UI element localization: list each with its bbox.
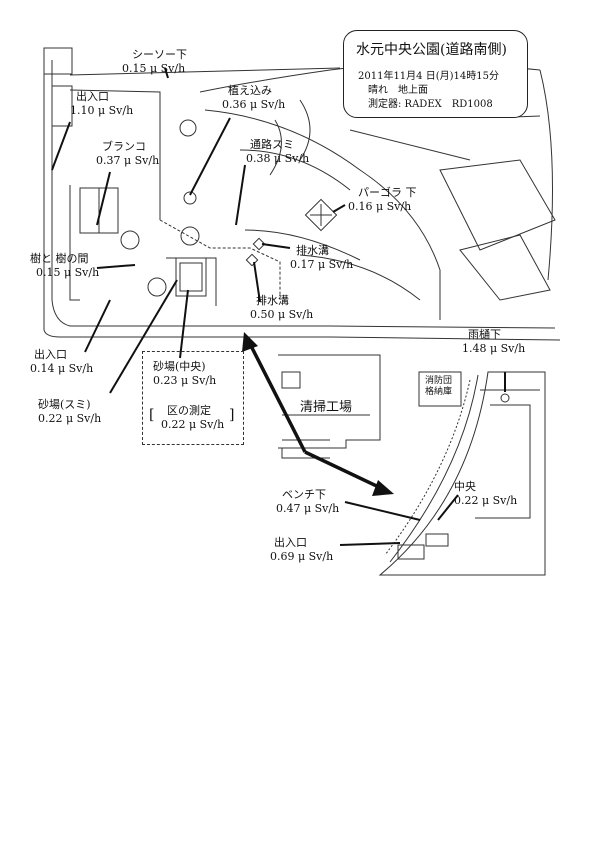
tree-icon <box>183 191 197 205</box>
ward-value: 0.22 μ Sv/h <box>161 418 225 431</box>
measurement-conditions: 晴れ 地上面 <box>368 85 428 96</box>
point-name: 通路スミ <box>250 138 294 151</box>
page-title: 水元中央公園(道路南側) <box>356 42 507 58</box>
point-value: 0.22 μ Sv/h <box>454 494 518 507</box>
point-value: 0.50 μ Sv/h <box>250 308 314 321</box>
point-seesaw: シーソー下 0.15 μ Sv/h <box>122 48 187 76</box>
point-value: 0.47 μ Sv/h <box>276 502 340 515</box>
cleaning-plant <box>278 354 381 449</box>
ward-measurement: 区の測定 0.22 μ Sv/h <box>161 404 224 432</box>
tree-icon <box>147 277 167 297</box>
point-sandbox-corner: 砂場(スミ) 0.22 μ Sv/h <box>38 398 101 426</box>
park-boundary <box>43 48 330 338</box>
point-value: 0.22 μ Sv/h <box>38 412 102 425</box>
point-name: ベンチ下 <box>282 488 326 501</box>
point-name: 出入口 <box>76 90 109 103</box>
point-entrance-3: 出入口 0.69 μ Sv/h <box>270 536 333 564</box>
point-name: ブランコ <box>102 140 146 153</box>
point-name: シーソー下 <box>132 48 187 61</box>
lower-park-boundary <box>378 371 546 576</box>
point-path-corner: 通路スミ 0.38 μ Sv/h <box>246 138 309 166</box>
tree-icon <box>180 226 200 246</box>
fire-storage-box <box>418 371 462 407</box>
point-planting: 植え込み 0.36 μ Sv/h <box>222 84 285 112</box>
point-name: 排水溝 <box>256 294 289 307</box>
point-value: 0.38 μ Sv/h <box>246 152 310 165</box>
point-name: 中央 <box>454 480 476 493</box>
measurement-instrument: 測定器: RADEX RD1008 <box>368 99 493 110</box>
building-top-left <box>43 47 73 75</box>
title-box: 水元中央公園(道路南側) 2011年11月4 日(月)14時15分 晴れ 地上面… <box>343 30 528 118</box>
point-entrance-2: 出入口 0.14 μ Sv/h <box>30 348 93 376</box>
point-name: 樹と 樹の間 <box>30 252 89 265</box>
point-name: 植え込み <box>228 84 272 97</box>
point-pergola: パーゴラ 下 0.16 μ Sv/h <box>348 186 417 214</box>
point-name: 排水溝 <box>296 244 329 257</box>
point-between-trees: 樹と 樹の間 0.15 μ Sv/h <box>30 252 99 280</box>
point-value: 0.36 μ Sv/h <box>222 98 286 111</box>
point-name: 砂場(中央) <box>153 360 206 373</box>
point-value: 0.16 μ Sv/h <box>348 200 412 213</box>
point-center: 中央 0.22 μ Sv/h <box>454 480 517 508</box>
point-drain-2: 排水溝 0.50 μ Sv/h <box>250 294 313 322</box>
tree-icon <box>179 119 197 137</box>
point-value: 0.37 μ Sv/h <box>96 154 160 167</box>
point-value: 0.23 μ Sv/h <box>153 374 217 387</box>
point-value: 0.15 μ Sv/h <box>122 62 186 75</box>
point-swing: ブランコ 0.37 μ Sv/h <box>96 140 159 168</box>
point-name: 出入口 <box>34 348 67 361</box>
point-name: 砂場(スミ) <box>38 398 91 411</box>
point-bench: ベンチ下 0.47 μ Sv/h <box>276 488 339 516</box>
point-value: 0.17 μ Sv/h <box>290 258 354 271</box>
point-name: 出入口 <box>274 536 307 549</box>
point-name: 雨樋下 <box>468 328 501 341</box>
point-sandbox-center: 砂場(中央) 0.23 μ Sv/h <box>153 360 216 388</box>
point-drain-1: 排水溝 0.17 μ Sv/h <box>290 244 353 272</box>
fire-storage-label: 消防団格納庫 <box>425 376 453 397</box>
point-name: パーゴラ 下 <box>358 186 417 199</box>
pergola <box>304 198 338 232</box>
measurement-date: 2011年11月4 日(月)14時15分 <box>358 71 499 82</box>
point-value: 0.14 μ Sv/h <box>30 362 94 375</box>
point-entrance-1: 出入口 1.10 μ Sv/h <box>70 90 133 118</box>
point-value: 0.69 μ Sv/h <box>270 550 334 563</box>
point-downspout: 雨樋下 1.48 μ Sv/h <box>462 328 525 356</box>
cleaning-plant-label: 清掃工場 <box>300 400 353 415</box>
tree-icon <box>120 230 140 250</box>
point-value: 1.10 μ Sv/h <box>70 104 134 117</box>
sandbox-center-box: 砂場(中央) 0.23 μ Sv/h [ ] 区の測定 0.22 μ Sv/h <box>142 351 244 445</box>
point-value: 0.15 μ Sv/h <box>36 266 100 279</box>
downspout-marker <box>500 393 510 403</box>
point-value: 1.48 μ Sv/h <box>462 342 526 355</box>
ward-label: 区の測定 <box>167 404 211 417</box>
